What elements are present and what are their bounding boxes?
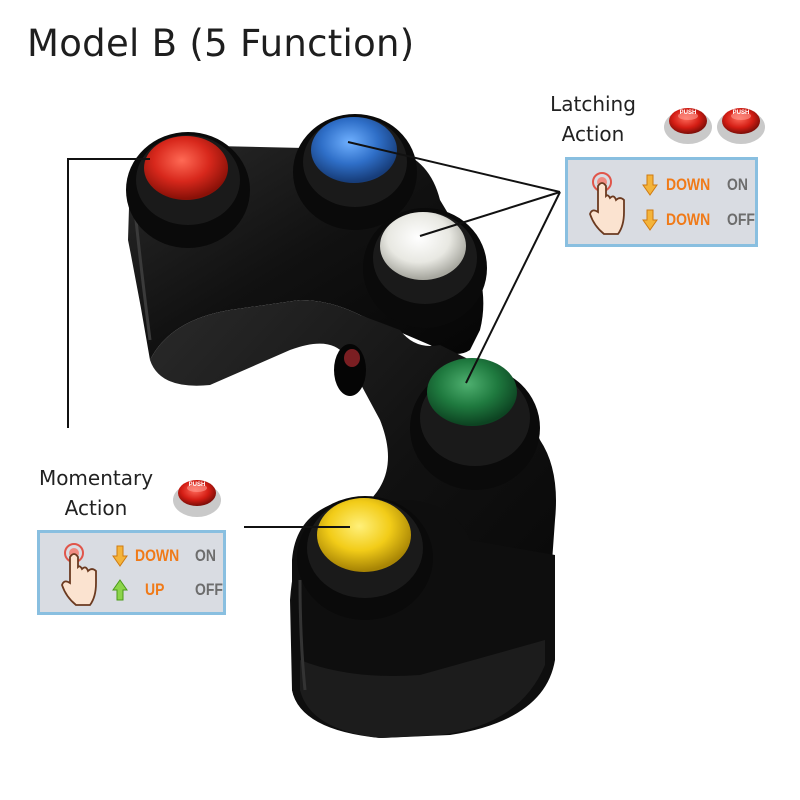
momentary-row-2: UP OFF [40,575,223,605]
direction-label: DOWN [666,210,711,229]
pointing-hand-icon [589,172,625,235]
state-label: ON [727,175,748,194]
push-label: PUSH [680,110,697,116]
push-button-icon [173,480,221,517]
white-button[interactable] [380,212,466,280]
push-label: PUSH [733,110,750,116]
push-button-icon [717,108,765,144]
direction-label: DOWN [666,175,711,194]
direction-label: UP [145,580,165,599]
momentary-row-1: DOWN ON [40,541,223,571]
pointing-hand-icon [61,543,97,606]
red-button[interactable] [144,136,228,200]
latching-caption-line2: Action [561,122,625,146]
green-button[interactable] [427,358,517,426]
direction-label: DOWN [135,546,180,565]
push-label: PUSH [189,482,206,488]
yellow-button[interactable] [317,498,411,572]
state-label: OFF [727,210,755,229]
page-title: Model B (5 Function) [27,22,415,65]
push-button-icon [664,108,712,144]
up-arrow-icon [112,579,128,601]
latching-caption: Latching Action [532,89,654,149]
latching-action-panel: DOWN ON DOWN OFF [565,157,758,247]
state-label: ON [195,546,216,565]
latching-row-2: DOWN OFF [568,205,755,235]
latching-caption-line1: Latching [550,92,636,116]
momentary-caption-line2: Action [64,496,128,520]
momentary-action-panel: DOWN ON UP OFF [37,530,226,615]
down-arrow-icon [642,174,658,196]
momentary-caption-line1: Momentary [38,466,154,490]
down-arrow-icon [112,545,128,567]
down-arrow-icon [642,209,658,231]
latching-row-1: DOWN ON [568,170,755,200]
state-label: OFF [195,580,223,599]
callout-lines [67,141,561,528]
blue-button[interactable] [311,117,397,183]
momentary-caption: Momentary Action [30,463,162,523]
